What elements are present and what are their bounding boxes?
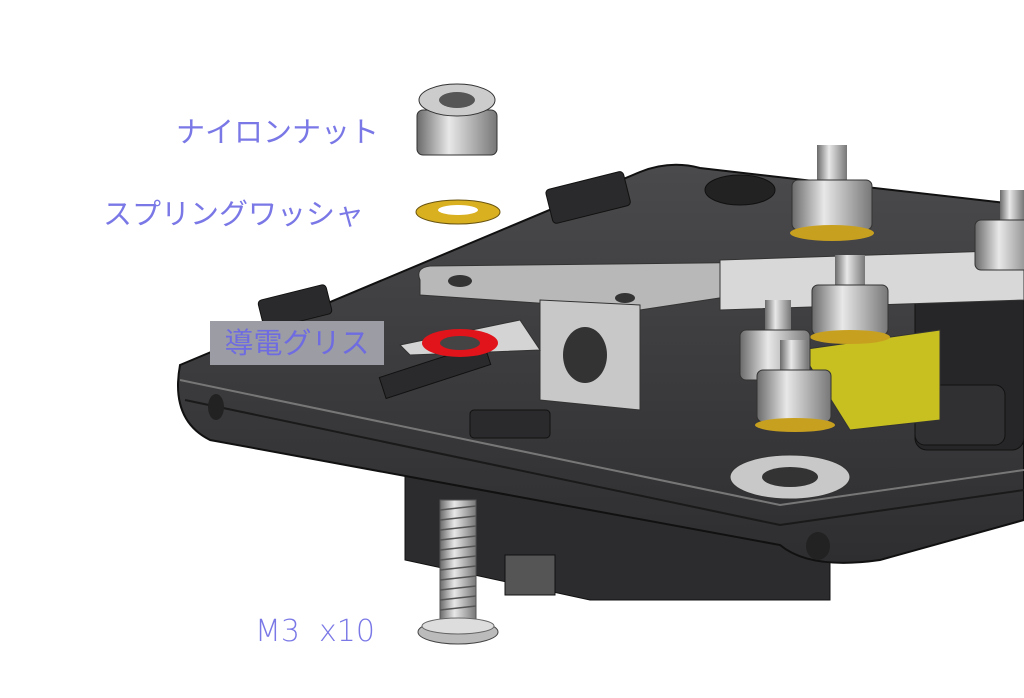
spring-washer-label: スプリングワッシャ xyxy=(103,197,365,231)
m3-screw xyxy=(417,499,499,645)
mounted-nuts xyxy=(739,145,1024,432)
screw-label: M3 x10 xyxy=(255,614,375,649)
nylon-nut xyxy=(416,83,498,156)
nylon-nut-label: ナイロンナット xyxy=(176,115,380,149)
spring-washer xyxy=(415,199,501,225)
lower-housing xyxy=(404,469,831,601)
terminal-block xyxy=(719,249,1024,500)
conductive-grease-label: 導電グリス xyxy=(210,321,384,365)
